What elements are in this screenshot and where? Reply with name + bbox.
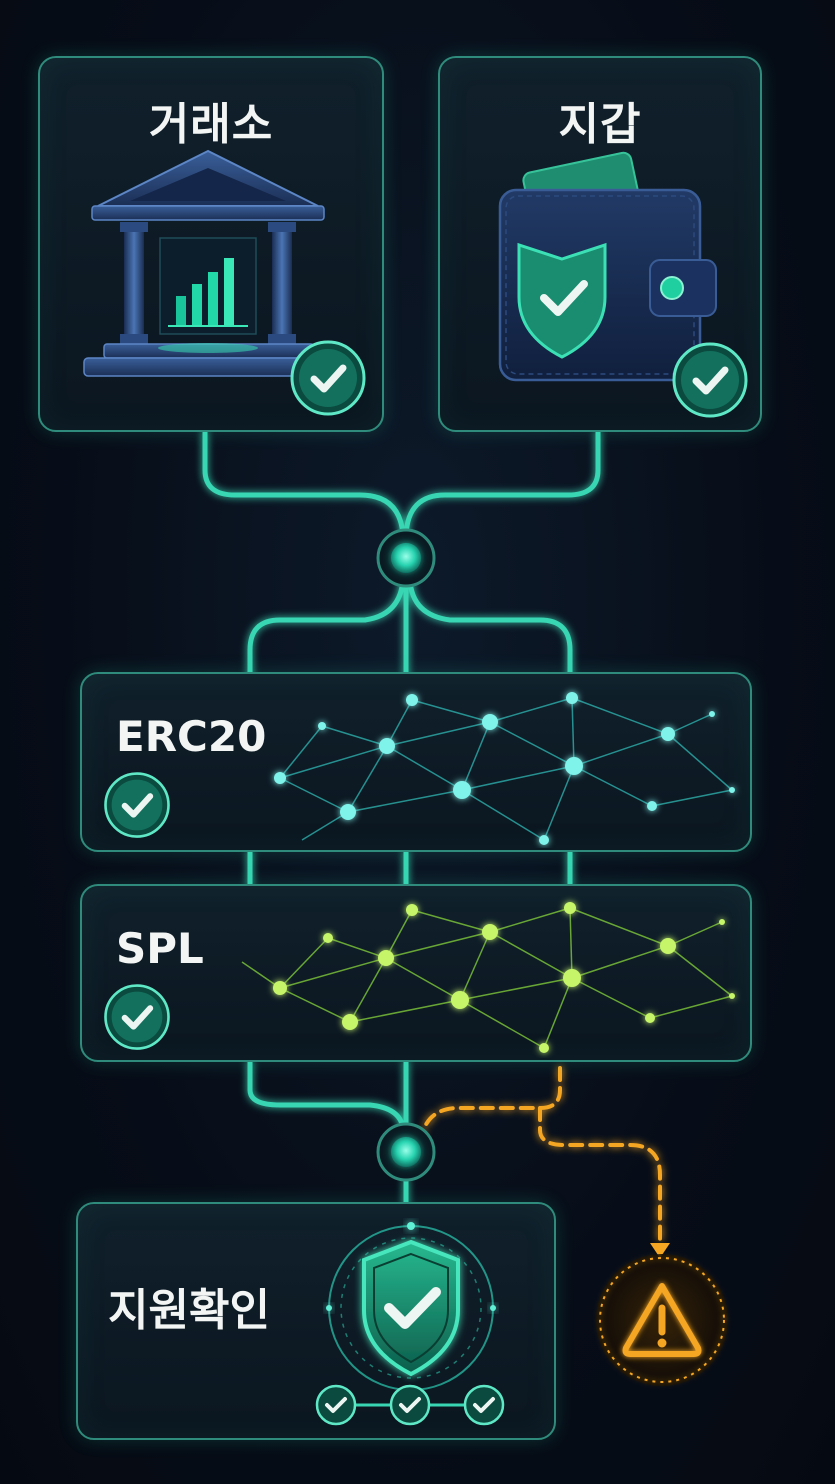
- wallet-title: 지갑: [558, 99, 642, 150]
- step-check-icon: [315, 1384, 357, 1426]
- warning-path-b: [538, 1106, 662, 1247]
- warning-path-a: [420, 1066, 562, 1137]
- wallet-icon: [498, 151, 717, 382]
- warning-icon[interactable]: [592, 1250, 732, 1390]
- spl-network-graph: [241, 902, 735, 1053]
- bank-icon: [83, 149, 335, 377]
- network-card-erc20[interactable]: ERC20: [80, 672, 752, 852]
- line-wallet: [403, 429, 601, 538]
- verification-card[interactable]: 지원확인: [76, 1202, 556, 1440]
- wallet-check-icon: [672, 342, 748, 418]
- line-split-left: [247, 577, 406, 683]
- step-check-icon: [463, 1384, 505, 1426]
- erc20-check-icon: [104, 772, 170, 838]
- shield-check-icon: [326, 1222, 496, 1391]
- line-merge-left: [247, 1059, 406, 1131]
- exchange-card[interactable]: 거래소: [38, 56, 384, 432]
- step-check-icon: [389, 1384, 431, 1426]
- spl-check-icon: [104, 984, 170, 1050]
- verification-title: 지원확인: [108, 1285, 270, 1336]
- network-card-spl[interactable]: SPL: [80, 884, 752, 1062]
- exchange-title: 거래소: [148, 99, 274, 150]
- verification-step-checks: [315, 1384, 505, 1426]
- exchange-check-icon: [290, 340, 366, 416]
- line-split-right: [407, 577, 573, 683]
- erc20-network-graph: [274, 692, 735, 845]
- junction-node-top: [376, 528, 436, 588]
- network-title-spl: SPL: [116, 924, 204, 973]
- network-title-erc20: ERC20: [116, 712, 267, 761]
- wallet-card[interactable]: 지갑: [438, 56, 762, 432]
- junction-node-bottom: [376, 1122, 436, 1182]
- line-exchange: [202, 429, 406, 538]
